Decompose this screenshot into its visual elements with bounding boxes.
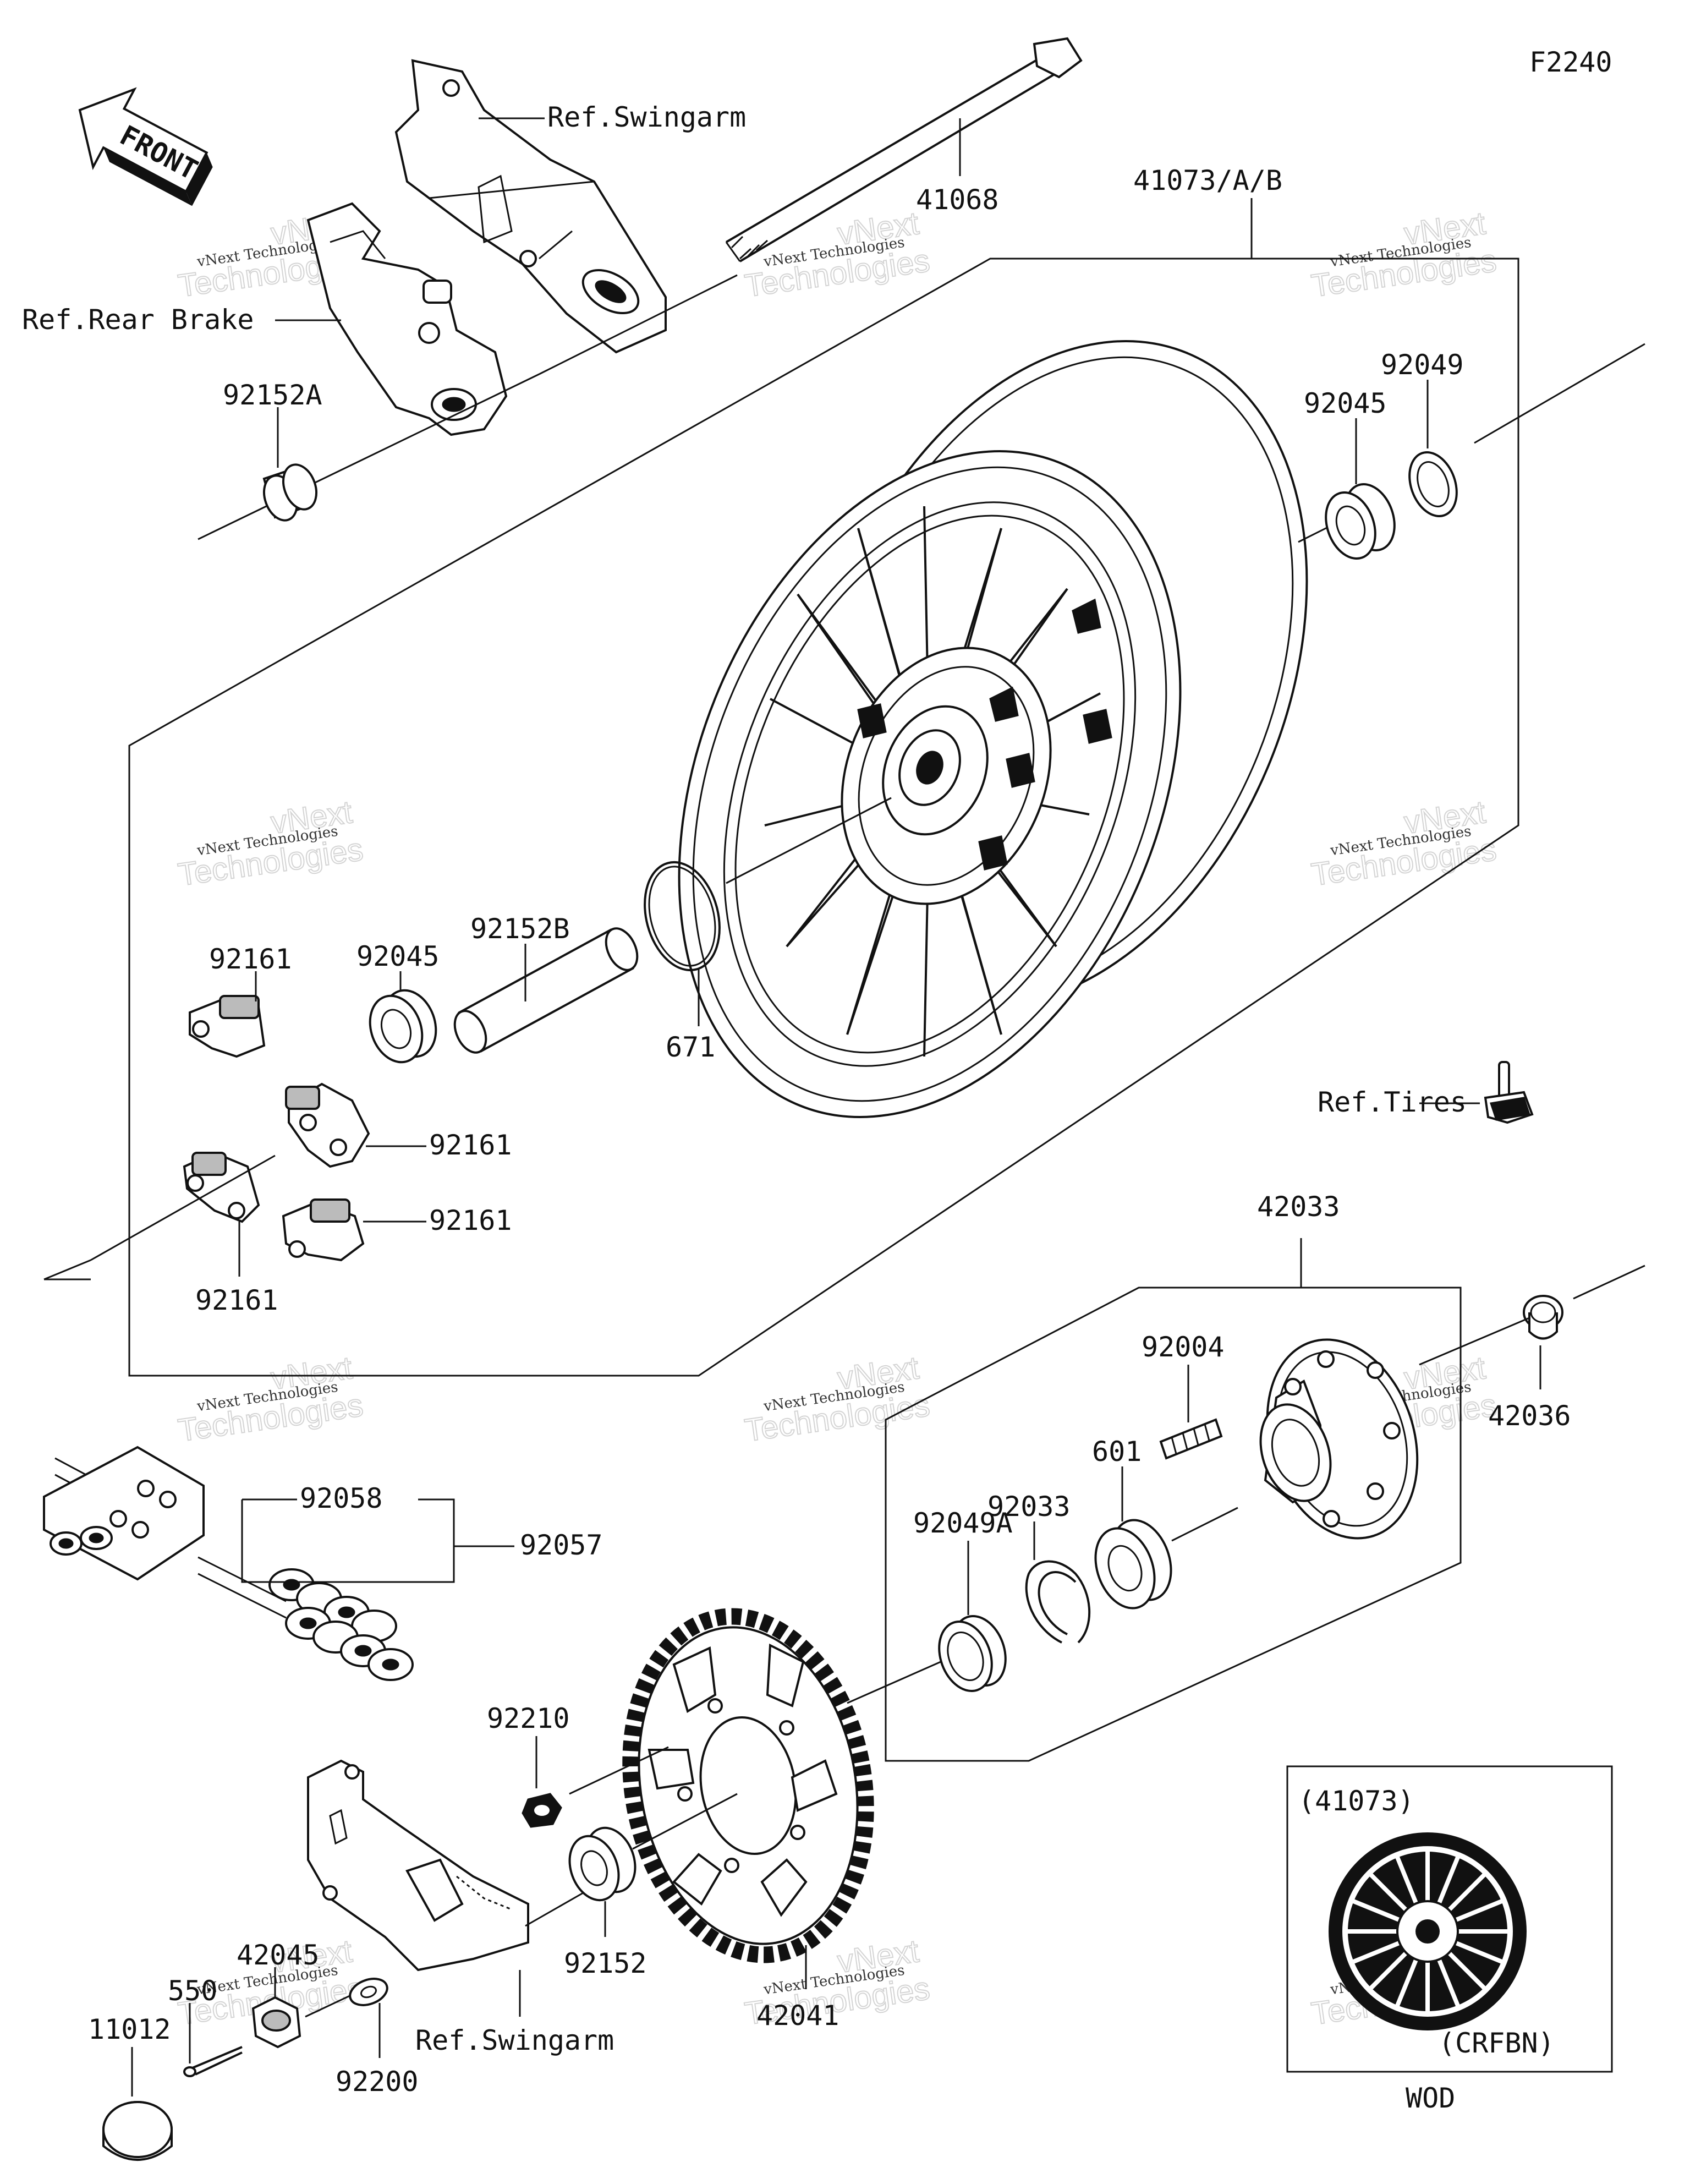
diagram-code: F2240	[1529, 46, 1612, 78]
oring-671	[644, 861, 721, 972]
swingarm-bracket-bottom	[307, 1759, 529, 1972]
label-ref-tires: Ref.Tires	[1318, 1086, 1467, 1118]
label-92161-b: 92161	[429, 1129, 512, 1161]
label-92161-c: 92161	[429, 1205, 512, 1236]
spacer-92152B	[453, 927, 639, 1054]
swingarm-bracket-top	[394, 59, 667, 354]
inset-part-label: (41073)	[1298, 1785, 1414, 1817]
sprocket-hub	[1259, 1338, 1419, 1540]
label-92200: 92200	[336, 2066, 419, 2098]
damper-92161-left	[183, 1151, 260, 1223]
label-ref-swingarm-bottom: Ref.Swingarm	[415, 2024, 614, 2056]
rear-brake-bracket	[306, 202, 508, 436]
label-601: 601	[1092, 1436, 1142, 1468]
label-92049: 92049	[1381, 349, 1464, 381]
label-92161-a: 92161	[209, 943, 292, 975]
label-42036: 42036	[1488, 1400, 1571, 1432]
damper-92161-right-lower	[282, 1198, 365, 1262]
stud-92004	[1159, 1418, 1223, 1460]
inset-caption: WOD	[1406, 2082, 1455, 2114]
label-92152B: 92152B	[470, 913, 570, 945]
label-92004: 92004	[1142, 1331, 1225, 1363]
sprocket-icon	[622, 1608, 874, 1963]
inset-color-label: (CRFBN)	[1439, 2027, 1555, 2059]
label-ref-swingarm-top: Ref.Swingarm	[547, 101, 746, 133]
frame-42033	[885, 1287, 1462, 1762]
nut-42045	[251, 1996, 301, 2049]
label-92045-right: 92045	[1304, 387, 1387, 419]
spacer-92152	[568, 1826, 637, 1902]
label-41073: 41073/A/B	[1133, 165, 1282, 196]
front-arrow-icon: FRONT	[78, 87, 213, 206]
inset-wheel-icon	[1329, 1832, 1527, 2030]
damper-92161-top	[189, 994, 266, 1058]
label-42033: 42033	[1257, 1191, 1340, 1223]
label-92049A: 92049A	[913, 1507, 1013, 1539]
spacer-92152A	[262, 463, 317, 522]
cap-11012	[102, 2101, 173, 2161]
label-92033: 92033	[987, 1491, 1071, 1523]
cotter-pin-550	[183, 2046, 243, 2077]
seal-92049A	[938, 1615, 1007, 1692]
label-92152A: 92152A	[223, 379, 322, 411]
washer-92200	[349, 1978, 388, 2006]
label-92210: 92210	[487, 1703, 570, 1734]
label-42041: 42041	[756, 2000, 839, 2032]
inset-panel: (41073) (CRFBN)	[1286, 1765, 1613, 2073]
label-92058: 92058	[300, 1482, 383, 1514]
collar-42036	[1523, 1295, 1563, 1340]
chain-icon	[43, 1446, 414, 1681]
label-92152: 92152	[564, 1947, 647, 1979]
frame-41073	[128, 258, 1519, 1377]
label-ref-rear-brake: Ref.Rear Brake	[22, 304, 254, 336]
label-42045: 42045	[237, 1939, 320, 1971]
valve-icon	[1484, 1061, 1534, 1124]
seal-92049	[1408, 451, 1458, 518]
label-92161-d: 92161	[195, 1284, 278, 1316]
bearing-icon	[369, 989, 437, 1064]
wheel-icon	[678, 340, 1308, 1118]
label-92045-left: 92045	[356, 940, 440, 972]
bearing-icon	[1325, 483, 1396, 560]
label-11012: 11012	[88, 2013, 171, 2045]
axle-41068	[725, 37, 1083, 262]
label-550: 550	[168, 1975, 217, 2007]
circlip-92033	[1025, 1560, 1091, 1644]
label-41068: 41068	[916, 184, 999, 216]
nut-92210	[522, 1793, 562, 1828]
label-671: 671	[666, 1031, 715, 1063]
bearing-icon	[1094, 1519, 1172, 1610]
label-92057: 92057	[520, 1529, 603, 1561]
damper-92161-right-upper	[285, 1082, 370, 1168]
